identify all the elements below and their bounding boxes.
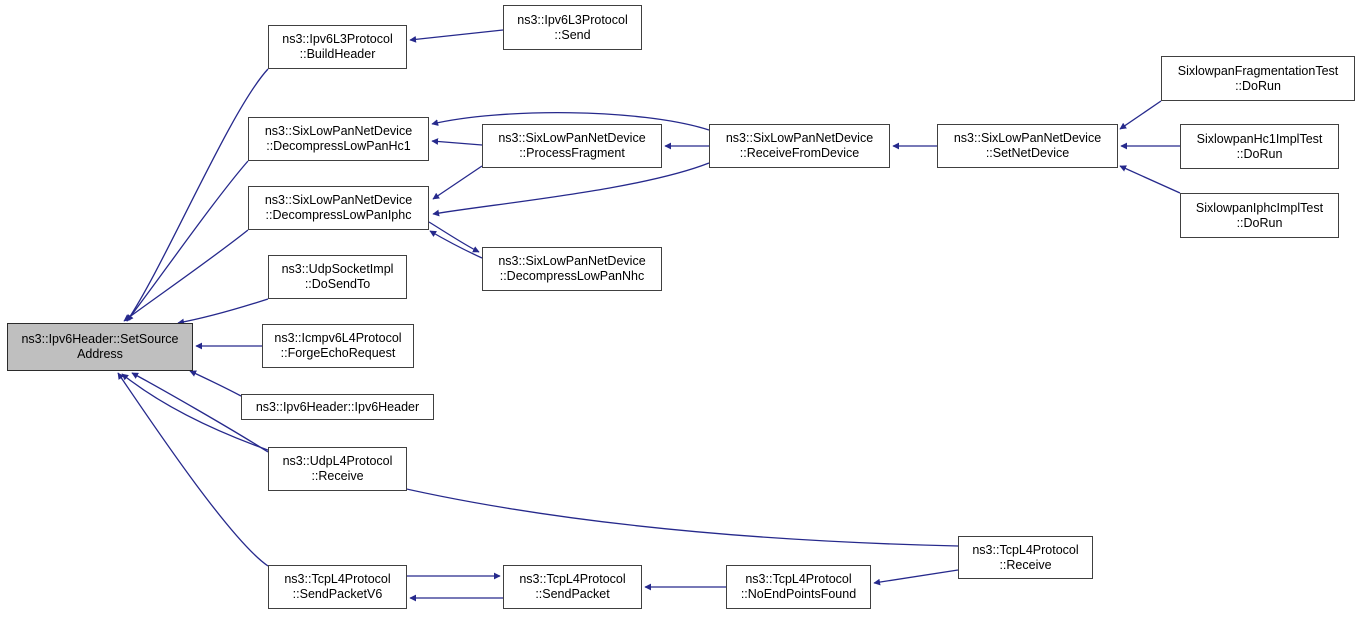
graph-node-setsourceaddress[interactable]: ns3::Ipv6Header::SetSource Address — [7, 323, 193, 371]
graph-edge-decomphc1-to-setsourceaddress — [126, 160, 249, 322]
graph-node-label: ns3::SixLowPanNetDevice ::DecompressLowP… — [264, 193, 413, 222]
graph-node-decompiphc[interactable]: ns3::SixLowPanNetDevice ::DecompressLowP… — [248, 186, 429, 230]
graph-node-label: ns3::Ipv6L3Protocol ::Send — [517, 12, 628, 42]
graph-node-label: ns3::SixLowPanNetDevice ::ProcessFragmen… — [498, 131, 646, 160]
graph-node-udpreceive[interactable]: ns3::UdpL4Protocol ::Receive — [268, 447, 407, 491]
graph-node-forgeecho[interactable]: ns3::Icmpv6L4Protocol ::ForgeEchoRequest — [262, 324, 414, 368]
graph-node-iphctest[interactable]: SixlowpanIphcImplTest ::DoRun — [1180, 193, 1339, 238]
graph-node-label: ns3::SixLowPanNetDevice ::DecompressLowP… — [498, 254, 646, 283]
graph-node-decompnhc[interactable]: ns3::SixLowPanNetDevice ::DecompressLowP… — [482, 247, 662, 291]
graph-node-udpdosendto[interactable]: ns3::UdpSocketImpl ::DoSendTo — [268, 255, 407, 299]
graph-node-label: SixlowpanHc1ImplTest ::DoRun — [1196, 131, 1323, 161]
graph-node-label: ns3::TcpL4Protocol ::Receive — [972, 542, 1079, 572]
graph-node-decomphc1[interactable]: ns3::SixLowPanNetDevice ::DecompressLowP… — [248, 117, 429, 161]
graph-node-label: ns3::Ipv6Header::SetSource Address — [21, 332, 179, 361]
graph-node-label: ns3::TcpL4Protocol ::SendPacket — [519, 572, 626, 601]
graph-node-label: ns3::SixLowPanNetDevice ::ReceiveFromDev… — [725, 131, 874, 160]
graph-node-setnetdevice[interactable]: ns3::SixLowPanNetDevice ::SetNetDevice — [937, 124, 1118, 168]
graph-node-processfragment[interactable]: ns3::SixLowPanNetDevice ::ProcessFragmen… — [482, 124, 662, 168]
graph-node-label: SixlowpanIphcImplTest ::DoRun — [1195, 200, 1324, 230]
graph-node-label: SixlowpanFragmentationTest ::DoRun — [1177, 63, 1339, 93]
graph-edge-iphctest-to-setnetdevice — [1119, 165, 1181, 194]
graph-node-noendpoints[interactable]: ns3::TcpL4Protocol ::NoEndPointsFound — [726, 565, 871, 609]
graph-node-label: ns3::UdpL4Protocol ::Receive — [282, 454, 393, 483]
graph-edges — [117, 29, 1181, 602]
graph-node-label: ns3::UdpSocketImpl ::DoSendTo — [281, 262, 394, 291]
graph-edge-tcpreceive-to-noendpoints — [873, 569, 959, 586]
graph-edge-decompiphc-to-setsourceaddress — [123, 229, 249, 322]
graph-node-ipv6send[interactable]: ns3::Ipv6L3Protocol ::Send — [503, 5, 642, 50]
graph-edge-ipv6header-to-setsourceaddress — [189, 370, 242, 397]
graph-node-label: ns3::TcpL4Protocol ::SendPacketV6 — [284, 572, 391, 601]
graph-edge-processfragment-to-decompiphc — [432, 165, 483, 200]
graph-node-label: ns3::Ipv6L3Protocol ::BuildHeader — [282, 32, 393, 61]
graph-edge-processfragment-to-decomphc1 — [431, 138, 483, 146]
graph-node-label: ns3::SixLowPanNetDevice ::DecompressLowP… — [264, 124, 413, 153]
graph-node-sendpacket[interactable]: ns3::TcpL4Protocol ::SendPacket — [503, 565, 642, 609]
graph-node-fragtest[interactable]: SixlowpanFragmentationTest ::DoRun — [1161, 56, 1355, 101]
graph-node-label: ns3::SixLowPanNetDevice ::SetNetDevice — [953, 131, 1102, 160]
graph-edge-decompiphc-to-decompnhc — [428, 221, 480, 253]
graph-node-label: ns3::TcpL4Protocol ::NoEndPointsFound — [740, 572, 857, 601]
graph-node-tcpreceive[interactable]: ns3::TcpL4Protocol ::Receive — [958, 536, 1093, 579]
graph-edge-receivefromdevice-to-decompiphc — [432, 162, 710, 217]
graph-edge-buildheader-to-setsourceaddress — [126, 68, 269, 322]
graph-edge-decompnhc-to-decompiphc — [429, 230, 483, 259]
graph-node-buildheader[interactable]: ns3::Ipv6L3Protocol ::BuildHeader — [268, 25, 407, 69]
graph-edge-udpdosendto-to-setsourceaddress — [177, 298, 269, 326]
graph-edge-fragtest-to-setnetdevice — [1119, 100, 1162, 130]
graph-node-label: ns3::Ipv6Header::Ipv6Header — [255, 399, 420, 414]
graph-node-sendpacketv6[interactable]: ns3::TcpL4Protocol ::SendPacketV6 — [268, 565, 407, 609]
graph-node-receivefromdevice[interactable]: ns3::SixLowPanNetDevice ::ReceiveFromDev… — [709, 124, 890, 168]
graph-node-label: ns3::Icmpv6L4Protocol ::ForgeEchoRequest — [274, 331, 402, 360]
graph-node-ipv6header[interactable]: ns3::Ipv6Header::Ipv6Header — [241, 394, 434, 420]
graph-node-hc1test[interactable]: SixlowpanHc1ImplTest ::DoRun — [1180, 124, 1339, 169]
graph-edge-ipv6send-to-buildheader — [409, 29, 504, 43]
